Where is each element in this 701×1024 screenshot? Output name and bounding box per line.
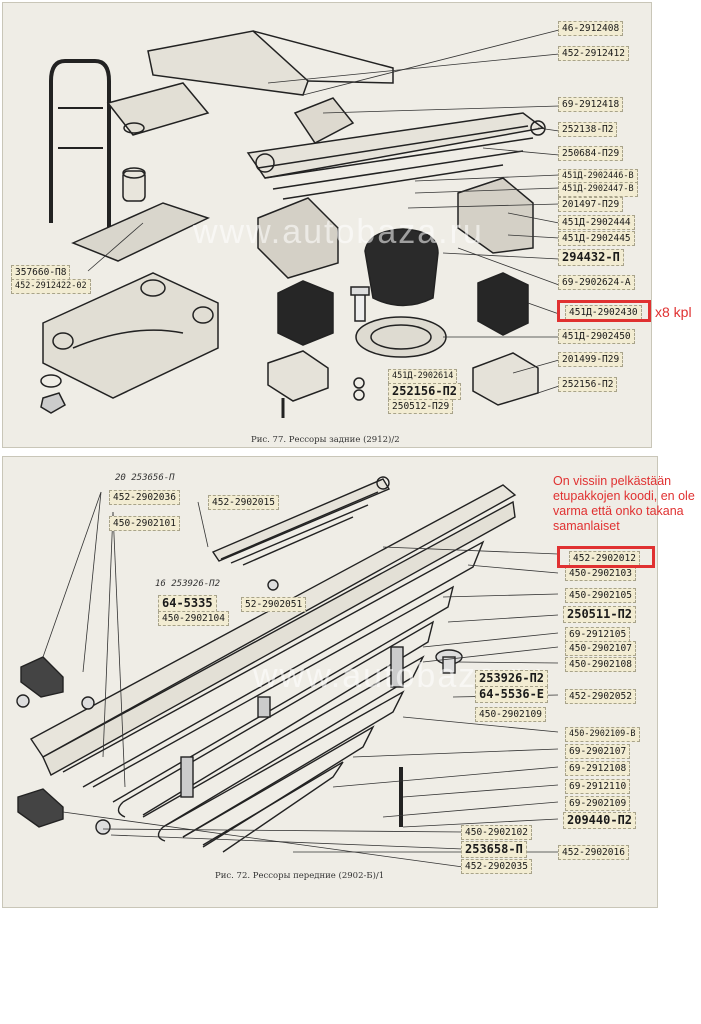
part-label: 201497-П29 [558, 197, 624, 212]
part-label: 46-2912408 [558, 21, 624, 36]
part-label: 69-2912110 [565, 779, 631, 794]
part-label: 64-5335 [158, 595, 217, 612]
part-label: 252156-П2 [388, 383, 462, 400]
handwritten-note: 16 253926-П2 [155, 579, 221, 589]
part-label: 450-2902102 [461, 825, 532, 840]
comment-note: On vissiin pelkästään etupakkojen koodi,… [553, 474, 695, 533]
part-label: 209440-П2 [563, 812, 637, 829]
part-label: 452-2912422-02 [11, 279, 91, 294]
part-label: 450-2902101 [109, 516, 180, 531]
part-label: 252156-П2 [558, 377, 618, 392]
part-label: 452-2902035 [461, 859, 532, 874]
part-label: 451Д-2902444 [558, 215, 635, 230]
part-label: 450-2902109-В [565, 727, 640, 742]
part-label: 250511-П2 [563, 606, 637, 623]
front-spring-diagram-panel: www.autobaza.ru 20 253656-П 16 253926-П2… [2, 456, 658, 908]
part-label: 253658-П [461, 841, 527, 858]
part-label: 69-2902624-А [558, 275, 635, 290]
part-label: 452-2902016 [558, 845, 629, 860]
figure-caption: Рис. 77. Рессоры задние (2912)/2 [251, 435, 400, 445]
highlight-box [557, 546, 655, 568]
part-label: 253926-П2 [475, 670, 549, 687]
part-label: 450-2902108 [565, 657, 636, 672]
part-label: 452-2912412 [558, 46, 629, 61]
part-label: 294432-П [558, 249, 624, 266]
part-label: 450-2902104 [158, 611, 229, 626]
part-label: 69-2912105 [565, 627, 631, 642]
part-label: 52-2902051 [241, 597, 307, 612]
handwritten-note: 20 253656-П [115, 473, 175, 483]
part-label: 252138-П2 [558, 122, 618, 137]
rear-spring-drawing [40, 29, 560, 418]
part-label: 69-2912108 [565, 761, 631, 776]
part-label: 452-2902015 [208, 495, 279, 510]
part-label: 69-2902109 [565, 796, 631, 811]
part-label: 357660-П8 [11, 265, 71, 280]
part-label: 69-2912418 [558, 97, 624, 112]
part-label: 450-2902109 [475, 707, 546, 722]
part-label: 451Д-2902614 [388, 369, 458, 384]
part-label: 450-2902103 [565, 566, 636, 581]
part-label: 250684-П29 [558, 146, 624, 161]
part-label: 69-2902107 [565, 744, 631, 759]
part-label: 452-2902052 [565, 689, 636, 704]
part-label: 450-2902105 [565, 588, 636, 603]
part-label: 451Д-2902450 [558, 329, 635, 344]
rear-spring-diagram-panel: www.autobaza.ru 46-2912408 452-2912412 6… [2, 2, 652, 448]
part-label: 250512-П29 [388, 399, 454, 414]
part-label: 451Д-2902445 [558, 231, 635, 246]
part-label: 64-5536-Е [475, 686, 549, 703]
figure-caption: Рис. 72. Рессоры передние (2902-Б)/1 [215, 871, 385, 881]
watermark: www.autobaza.ru [193, 213, 484, 251]
part-label: 451Д-2902447-В [558, 182, 638, 197]
part-label: 451Д-2902446-В [558, 169, 638, 184]
part-label: 450-2902107 [565, 641, 636, 656]
highlight-box [557, 300, 651, 322]
front-spring-drawing [16, 476, 559, 868]
part-label: 201499-П29 [558, 352, 624, 367]
quantity-note: x8 kpl [655, 304, 692, 320]
part-label: 452-2902036 [109, 490, 180, 505]
